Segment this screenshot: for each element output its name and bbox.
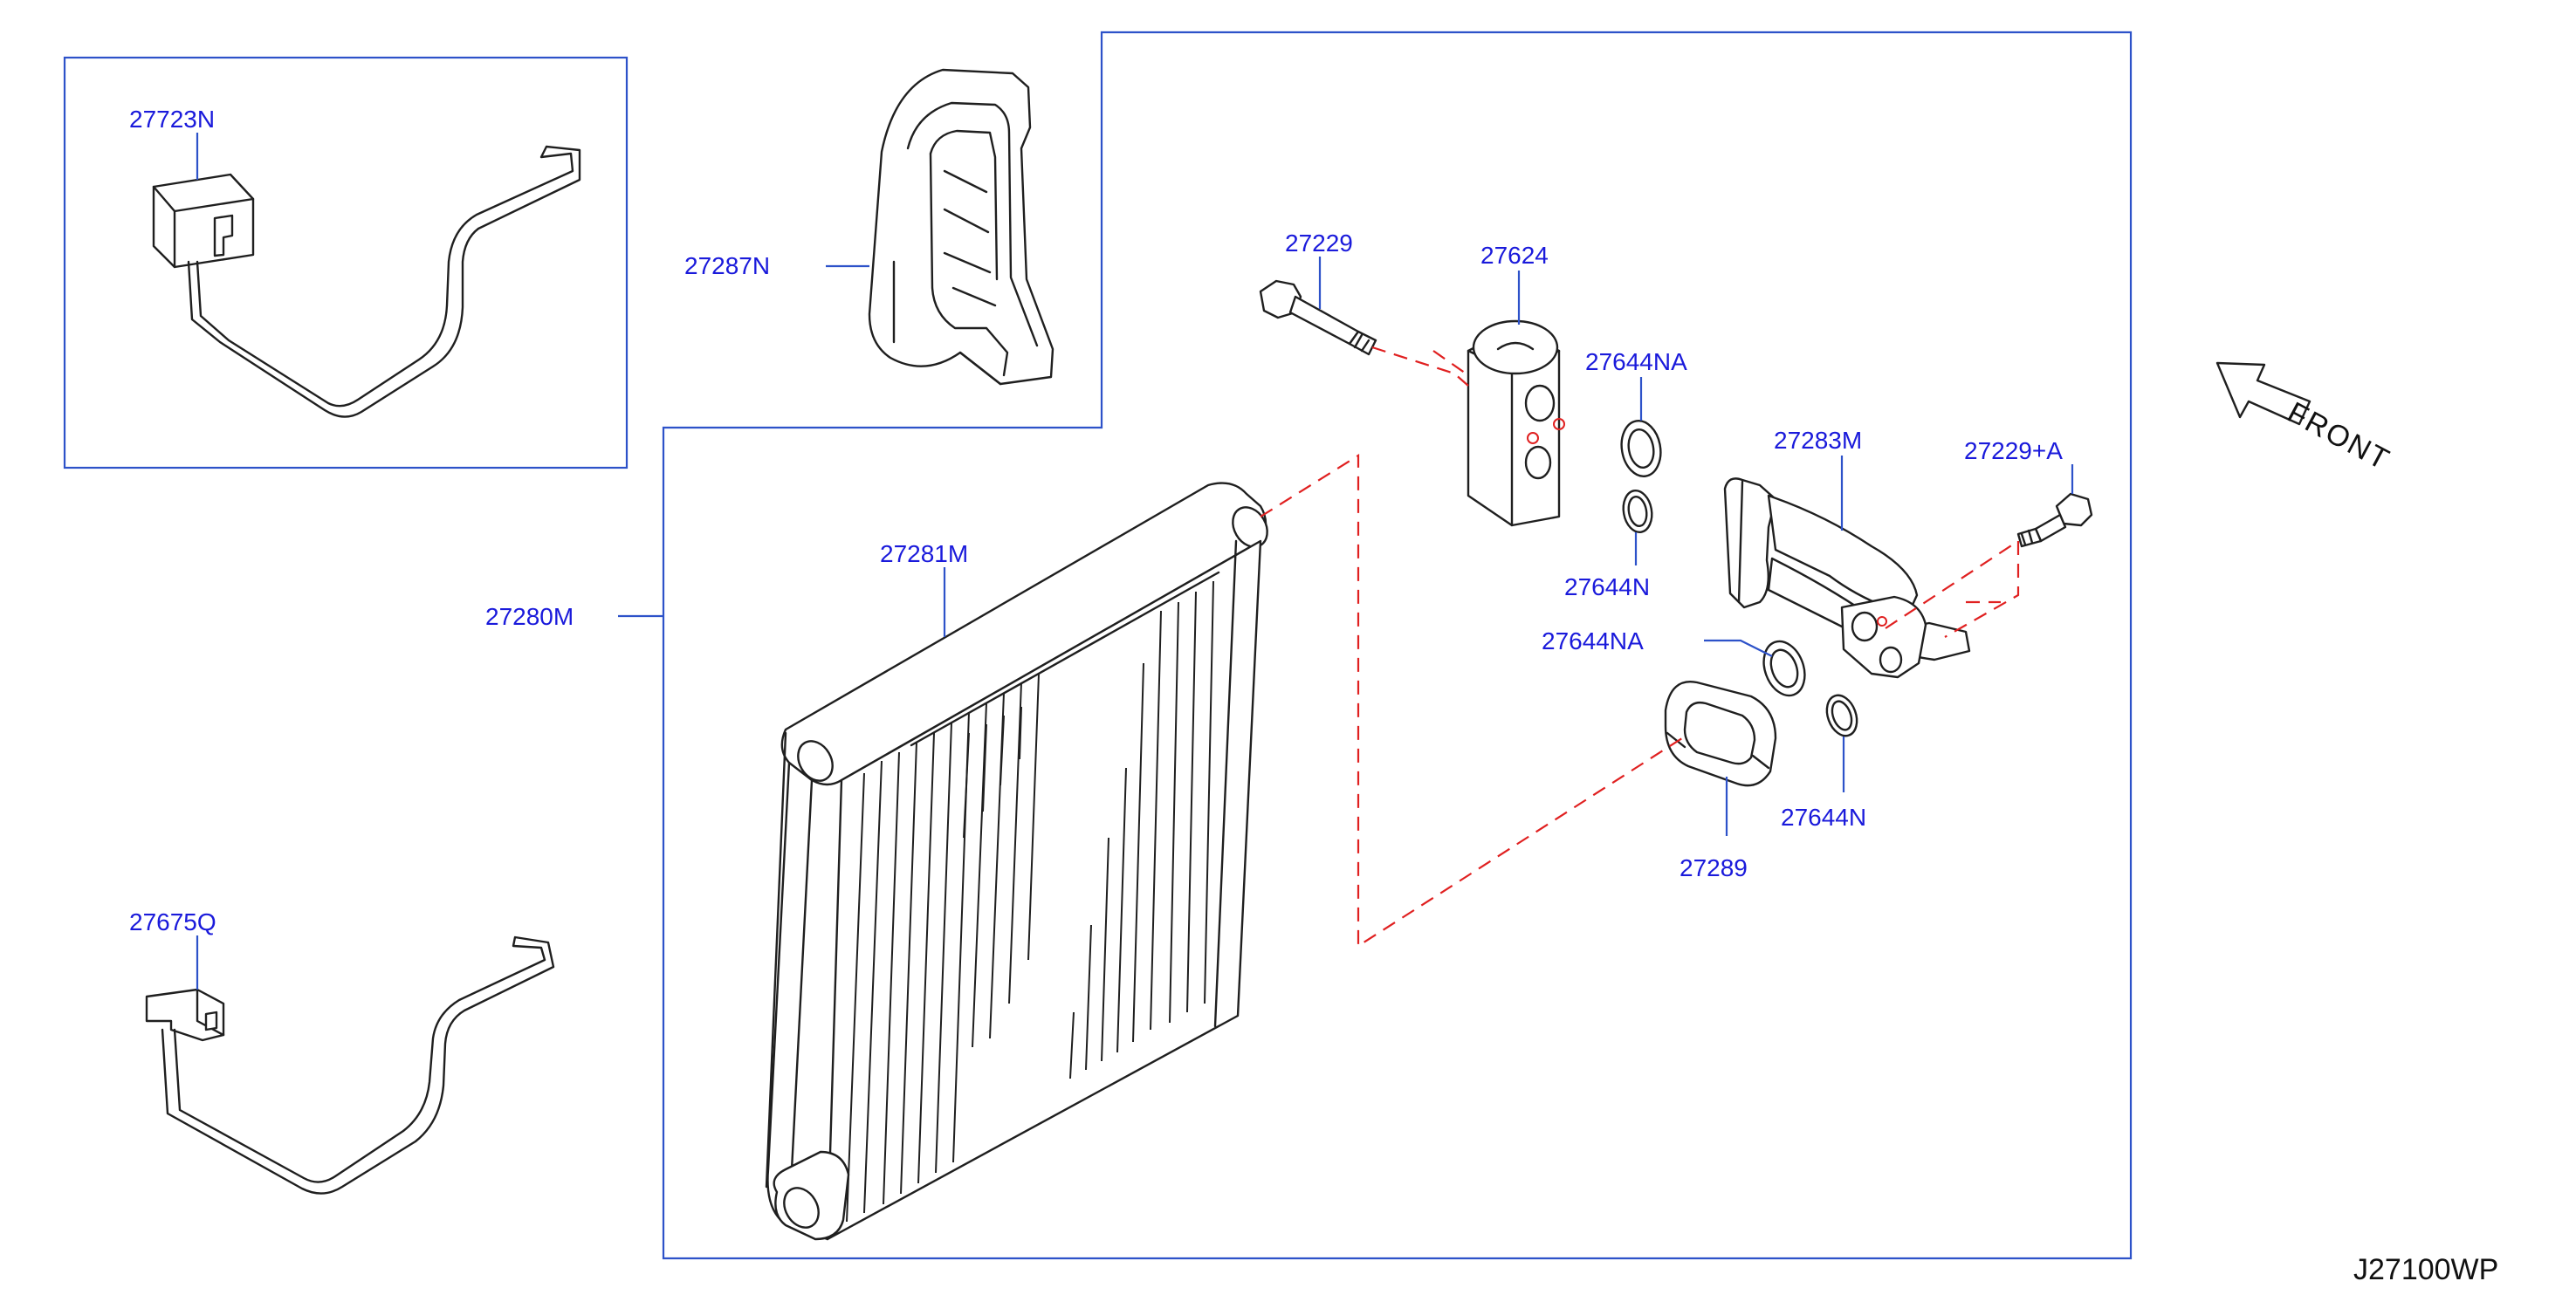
- diagram-code: J27100WP: [2353, 1253, 2498, 1286]
- front-arrow-icon: [2215, 361, 2312, 426]
- label-27644n-bottom: 27644N: [1781, 804, 1866, 831]
- frame-sensor-27723n: [63, 56, 629, 469]
- label-27644na-top: 27644NA: [1585, 348, 1687, 375]
- label-27229a: 27229+A: [1964, 437, 2063, 464]
- front-direction-label: FRONT: [2282, 396, 2395, 477]
- label-27287n: 27287N: [684, 252, 770, 279]
- label-27289: 27289: [1680, 854, 1748, 881]
- bolt-27229a-drawing: [2016, 492, 2093, 548]
- sensor-27675q-drawing: [145, 935, 555, 1195]
- o-ring-27644n-top-drawing: [1622, 490, 1653, 533]
- label-27624: 27624: [1480, 242, 1549, 269]
- o-ring-27644n-bottom-drawing: [1825, 694, 1858, 737]
- alignment-dashed-lines: [1260, 346, 2020, 949]
- o-ring-27644na-mid-drawing: [1762, 640, 1806, 697]
- pipe-27283m-drawing: [1723, 477, 1971, 679]
- frame-evaporator-assembly: [662, 31, 2133, 1260]
- o-ring-27644na-top-drawing: [1620, 420, 1662, 477]
- expansion-valve-27624-drawing: [1467, 319, 1565, 527]
- label-27644na-mid: 27644NA: [1542, 627, 1644, 654]
- label-27281m: 27281M: [880, 540, 968, 567]
- label-27675q: 27675Q: [129, 908, 216, 935]
- sensor-27723n-drawing: [152, 145, 581, 418]
- label-27229: 27229: [1285, 230, 1353, 257]
- bolt-27229-drawing: [1259, 279, 1377, 356]
- leader-27644na-mid: [1704, 639, 1773, 657]
- label-27283m: 27283M: [1774, 427, 1862, 454]
- label-27644n-top: 27644N: [1564, 573, 1650, 600]
- label-27280m: 27280M: [485, 603, 574, 630]
- gasket-27289-drawing: [1664, 680, 1777, 787]
- evaporator-core-27281m-drawing: [765, 482, 1268, 1241]
- label-27723n: 27723N: [129, 106, 215, 133]
- seal-27287n-drawing: [868, 68, 1054, 386]
